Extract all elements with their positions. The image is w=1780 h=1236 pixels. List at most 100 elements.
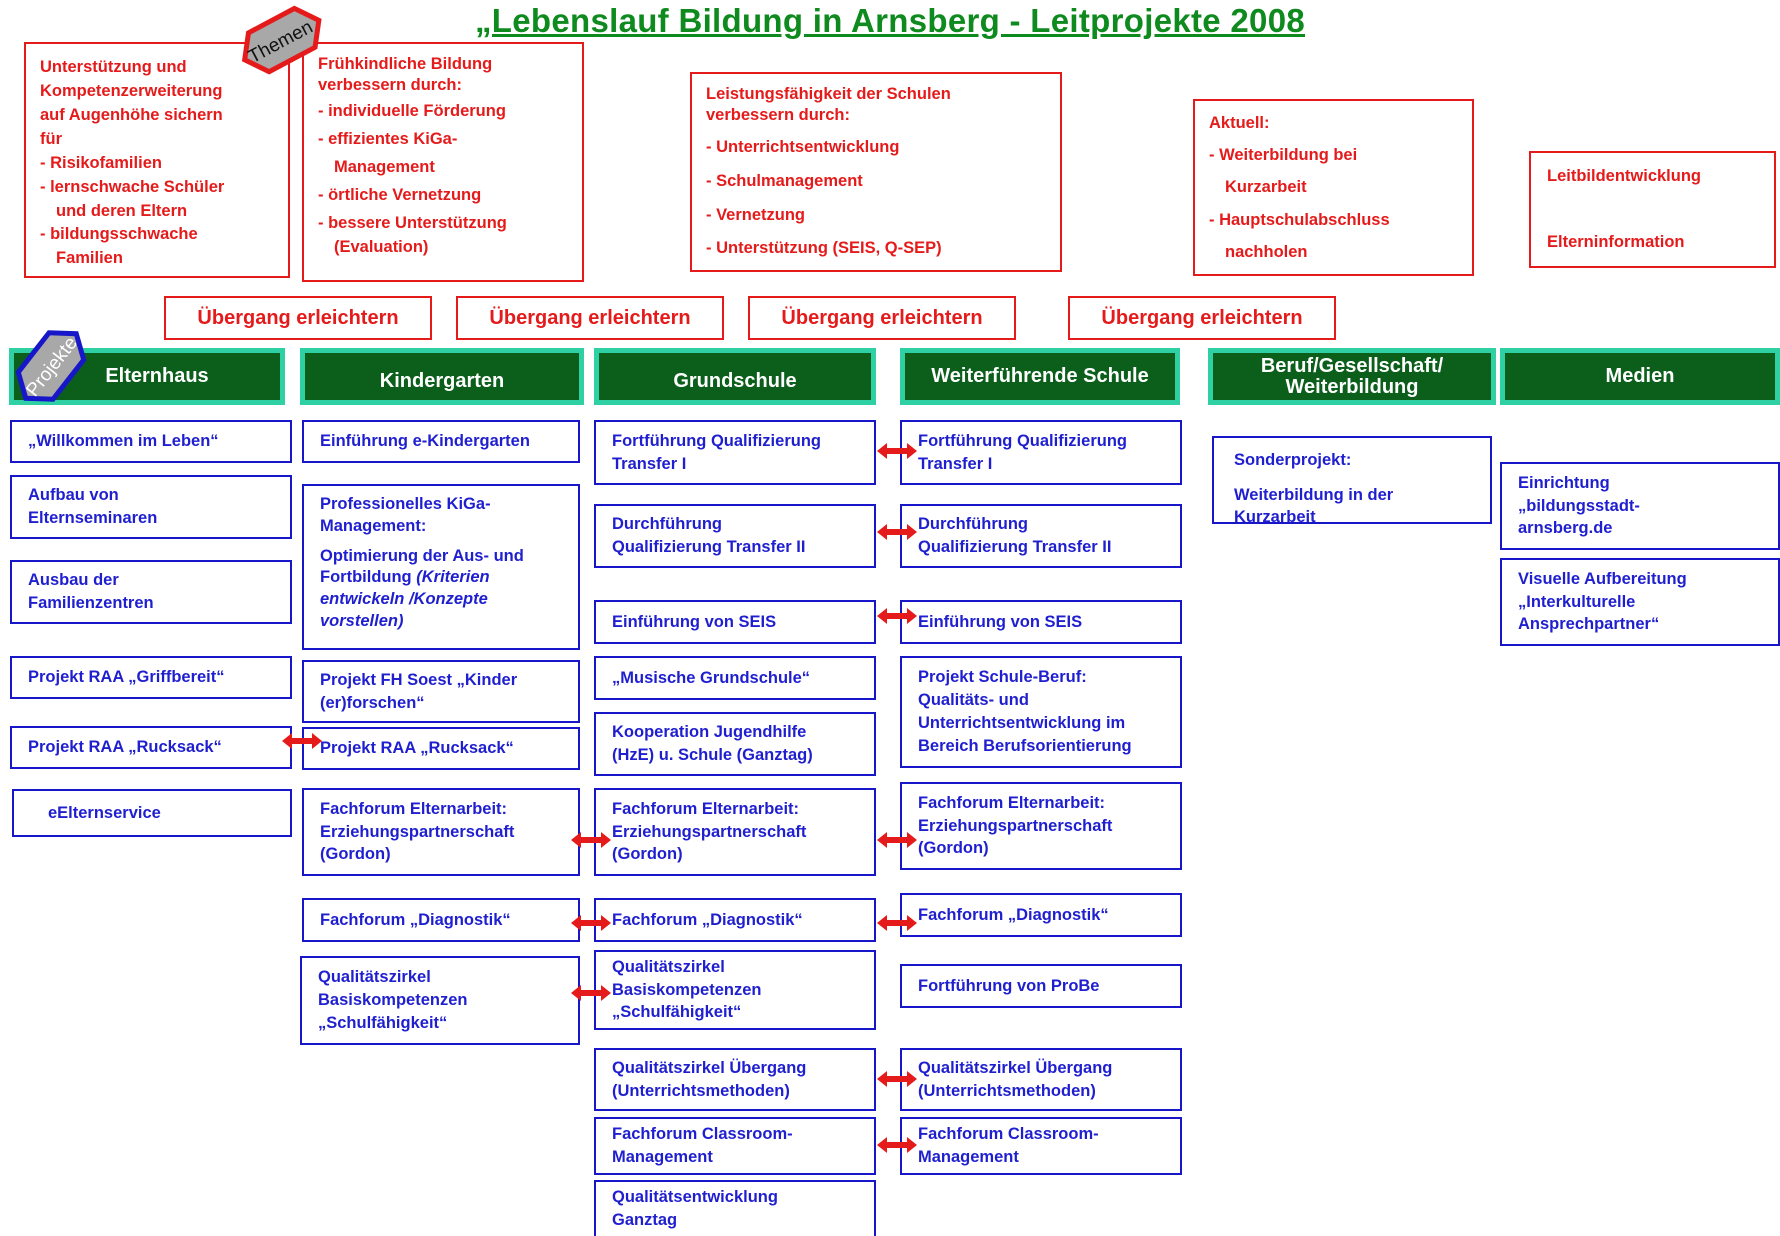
project-line: (Unterrichtsmethoden) — [612, 1081, 790, 1100]
theme-line: Kurzarbeit — [1225, 178, 1307, 197]
column-header-grundschule: Grundschule — [594, 348, 876, 405]
projekte-tag-icon: Projekte — [15, 330, 87, 402]
project-line: Optimierung der Aus- und — [320, 546, 562, 568]
theme-line: - Unterrichtsentwicklung — [706, 137, 900, 156]
project-line: Fortführung Qualifizierung — [612, 431, 821, 450]
project-line: Transfer I — [918, 454, 993, 473]
theme-line: - örtliche Vernetzung — [318, 186, 482, 205]
theme-line: - lernschwache Schüler — [40, 177, 225, 196]
project-box: Einrichtung „bildungsstadt- arnsberg.de — [1500, 462, 1780, 550]
double-arrow-icon — [877, 524, 917, 540]
project-line: Durchführung — [612, 515, 722, 534]
project-line: (Gordon) — [612, 845, 683, 864]
project-line: (Gordon) — [320, 845, 391, 864]
project-box: Durchführung Qualifizierung Transfer II — [900, 504, 1182, 568]
theme-line: - Weiterbildung bei — [1209, 146, 1358, 165]
project-line: „Willkommen im Leben“ — [28, 432, 219, 451]
project-box: Fachforum Elternarbeit: Erziehungspartne… — [302, 788, 580, 876]
project-line: Professionelles KiGa- — [320, 495, 491, 513]
project-line: Qualitätszirkel — [318, 968, 431, 987]
project-box: Fachforum „Diagnostik“ — [594, 898, 876, 942]
project-line: Aufbau von — [28, 486, 119, 505]
double-arrow-icon — [877, 1137, 917, 1153]
double-arrow-icon — [877, 608, 917, 624]
column-header-weiterfuehrende-schule: Weiterführende Schule — [900, 348, 1180, 405]
project-box: Durchführung Qualifizierung Transfer II — [594, 504, 876, 568]
project-line: „Schulfähigkeit“ — [612, 1003, 742, 1022]
project-line: Fachforum Classroom- — [612, 1125, 793, 1144]
project-box: Fachforum Elternarbeit: Erziehungspartne… — [900, 782, 1182, 870]
theme-line: - Risikofamilien — [40, 153, 162, 172]
project-box: Einführung e-Kindergarten — [302, 420, 580, 463]
project-box: „Musische Grundschule“ — [594, 656, 876, 700]
theme-line: nachholen — [1225, 242, 1308, 261]
column-header-kindergarten: Kindergarten — [300, 348, 584, 405]
theme-line: - individuelle Förderung — [318, 101, 506, 120]
project-line: Durchführung — [918, 515, 1028, 534]
project-text-italic: (Kriterien — [416, 568, 490, 587]
project-line: Qualitätszirkel Übergang — [612, 1058, 807, 1077]
theme-box-current: Aktuell: - Weiterbildung bei Kurzarbeit … — [1193, 99, 1474, 276]
column-header-beruf: Beruf/Gesellschaft/ Weiterbildung — [1208, 348, 1496, 405]
column-header-medien: Medien — [1500, 348, 1780, 405]
project-line: Fortführung von ProBe — [918, 976, 1100, 995]
double-arrow-icon — [877, 915, 917, 931]
project-line: Management — [918, 1148, 1019, 1166]
theme-line: Management — [334, 157, 435, 176]
theme-line: - Unterstützung (SEIS, Q-SEP) — [706, 239, 942, 258]
project-line: Projekt RAA „Rucksack“ — [28, 738, 222, 757]
double-arrow-icon — [571, 915, 611, 931]
theme-box-risk-families: Unterstützung und Kompetenzerweiterung a… — [24, 42, 290, 278]
theme-line: Leitbildentwicklung — [1547, 167, 1702, 185]
theme-line: - effizientes KiGa- — [318, 129, 458, 148]
project-line: Qualitätszirkel — [612, 957, 725, 976]
project-line: Projekt Schule-Beruf: — [918, 668, 1087, 687]
project-line: „Schulfähigkeit“ — [318, 1013, 448, 1032]
project-line: Basiskompetenzen — [612, 980, 762, 999]
transition-box: Übergang erleichtern — [748, 296, 1016, 340]
project-line: (Unterrichtsmethoden) — [918, 1081, 1096, 1100]
project-line: Ausbau der — [28, 571, 119, 590]
column-header-line: Weiterbildung — [1285, 375, 1419, 398]
project-line: Erziehungspartnerschaft — [612, 822, 807, 841]
project-line: Fachforum „Diagnostik“ — [320, 910, 511, 929]
project-line: Transfer I — [612, 454, 687, 473]
project-line: Unterrichtsentwicklung im — [918, 714, 1126, 732]
theme-line: Familien — [56, 249, 123, 268]
project-box: Qualitätszirkel Basiskompetenzen „Schulf… — [300, 956, 580, 1045]
project-line: Fachforum Classroom- — [918, 1125, 1099, 1144]
project-line: „Musische Grundschule“ — [612, 668, 811, 687]
project-line: vorstellen) — [320, 611, 404, 630]
project-box: Fachforum Elternarbeit: Erziehungspartne… — [594, 788, 876, 876]
project-box: Sonderprojekt: Weiterbildung in der Kurz… — [1212, 436, 1492, 526]
double-arrow-icon — [571, 832, 611, 848]
double-arrow-icon — [877, 443, 917, 459]
project-text: Fortbildung — [320, 568, 417, 587]
project-line: Management — [612, 1148, 713, 1166]
theme-line: - bessere Unterstützung — [318, 214, 507, 233]
theme-line: (Evaluation) — [334, 238, 429, 257]
project-line: Sonderprojekt: — [1234, 451, 1352, 469]
project-line: Fortführung Qualifizierung — [918, 431, 1127, 450]
project-box: Qualitätszirkel Basiskompetenzen „Schulf… — [594, 950, 876, 1030]
project-box: Visuelle Aufbereitung „Interkulturelle A… — [1500, 558, 1780, 646]
theme-line: verbessern durch: — [706, 106, 850, 125]
transition-box: Übergang erleichtern — [164, 296, 432, 340]
project-box: Qualitätszirkel Übergang (Unterrichtsmet… — [594, 1048, 876, 1111]
theme-line: - Schulmanagement — [706, 171, 863, 190]
project-box: Einführung von SEIS — [594, 600, 876, 644]
project-line: Basiskompetenzen — [318, 991, 468, 1010]
theme-box-early-education: Frühkindliche Bildung verbessern durch: … — [302, 42, 584, 282]
project-line: eElternservice — [48, 803, 161, 822]
project-line: Einführung e-Kindergarten — [320, 432, 530, 451]
project-line: Bereich Berufsorientierung — [918, 736, 1132, 755]
project-line: Qualifizierung Transfer II — [612, 538, 806, 556]
project-line: arnsberg.de — [1518, 519, 1613, 538]
transition-box: Übergang erleichtern — [1068, 296, 1336, 340]
project-line: „Interkulturelle — [1518, 592, 1636, 611]
project-line: Ganztag — [612, 1211, 678, 1229]
project-line: Weiterbildung in der — [1234, 486, 1394, 505]
project-box: Professionelles KiGa- Management: Optimi… — [302, 484, 580, 650]
project-line: Projekt RAA „Griffbereit“ — [28, 668, 225, 687]
project-line: Kooperation Jugendhilfe — [612, 723, 807, 742]
